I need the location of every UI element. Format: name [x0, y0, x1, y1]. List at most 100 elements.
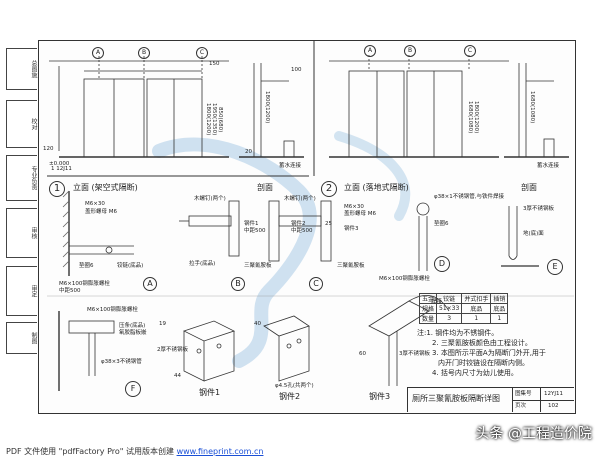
- table-cell: 1: [461, 313, 492, 324]
- drawing-sheet: 1 立面 (架空式隔断) 剖面 2 立面 (落地式隔断) 剖面 A B C A …: [38, 40, 576, 414]
- note-4: 内开门时铰链设在隔断内侧。: [438, 359, 529, 367]
- pipe-label-1: 蓄水连接: [279, 163, 302, 169]
- label-f-strip: 压条(底品): [119, 323, 146, 329]
- label-wood-screw: 木螺钉(两个): [194, 196, 226, 202]
- pipe-label-2: 蓄水连接: [537, 163, 560, 169]
- note-1: 注:1. 钢件均为不锈钢件。: [417, 329, 499, 337]
- dim-19: 19: [159, 321, 166, 327]
- detail-c-circle: C: [309, 277, 323, 291]
- dim-20: 20: [245, 149, 252, 155]
- label-part1: 钢件1: [244, 221, 259, 227]
- label-m6x30-2: M6×30: [344, 204, 364, 210]
- label-thk-2: 2厚不锈钢板: [157, 347, 188, 353]
- ref-mark: 1 12J11: [51, 166, 72, 172]
- dim-section-2: 1680(1080): [529, 91, 535, 124]
- elevation-1-number: 1: [49, 181, 65, 197]
- table-row: 规格 51×33 底品 底品: [418, 303, 509, 314]
- elevation-2-title: 立面 (落地式隔断): [344, 183, 409, 192]
- axis-b-2: B: [404, 45, 416, 57]
- strip-cell-1: 总图施: [6, 48, 37, 90]
- axis-b: B: [138, 47, 150, 59]
- level-mark: ±0.000: [49, 161, 70, 167]
- dim-1950: 1950(1350): [211, 103, 217, 136]
- strip-cell-3: 专业负责: [6, 155, 37, 201]
- atlas-value: 12YJ11: [544, 391, 563, 397]
- label-part3: 钢件3: [344, 226, 359, 232]
- elevation-1-title: 立面 (架空式隔断): [73, 183, 138, 192]
- label-hinge: 铰链(底品): [117, 263, 144, 269]
- detail-d-circle: D: [434, 256, 450, 272]
- label-d-pipe: φ38×1不锈钢管,与铁件焊接: [434, 194, 504, 200]
- table-cell: 底品: [490, 303, 509, 314]
- elevation-1-section: 剖面: [257, 183, 273, 192]
- part3-caption: 钢件3: [369, 392, 391, 401]
- part2-caption: 钢件2: [279, 392, 301, 401]
- table-cell: 51×33: [436, 303, 463, 314]
- dim-1680: 1680(1080): [467, 101, 473, 134]
- dim-25: 25: [325, 221, 332, 227]
- label-wood-screw-2: 木螺钉(两个): [284, 196, 316, 202]
- title-block: 厕所三聚氰胺板隔断详图 图集号 12YJ11 页次 102: [407, 387, 574, 412]
- strip-cell-4: 审核: [6, 208, 37, 258]
- dim-100: 100: [291, 67, 302, 73]
- label-panel: 三聚氰胺板: [244, 263, 272, 269]
- part1-caption: 钢件1: [199, 388, 221, 397]
- axis-c: C: [196, 47, 208, 59]
- watermark: 头条 @工程造价院: [475, 426, 592, 442]
- label-panel-2: 三聚氰胺板: [337, 263, 365, 269]
- label-expansion-bolt: M6×100钢膨胀螺栓: [59, 281, 110, 287]
- label-gasket: M6×100钢膨胀螺栓: [379, 276, 430, 282]
- page-label: 页次: [515, 403, 527, 409]
- left-approval-strip: 总图施 校对 专业负责 审核 审定 制图: [0, 40, 38, 412]
- dim-1800: 1800(1200): [205, 103, 211, 136]
- note-5: 4. 括号内尺寸为幼儿使用。: [432, 369, 518, 377]
- dim-section: 1800(1200): [264, 91, 270, 124]
- dim-120: 120: [43, 146, 54, 152]
- label-part2: 钢件2: [291, 221, 306, 227]
- strip-cell-2: 校对: [6, 100, 37, 148]
- label-e-plate: 3厚不锈钢板: [523, 206, 554, 212]
- table-cell: 插销: [490, 293, 509, 304]
- axis-a-2: A: [364, 45, 376, 57]
- table-cell: 并式扣手: [461, 293, 492, 304]
- dim-850: 850(680): [217, 107, 223, 133]
- strip-cell-6: 制图: [6, 322, 37, 354]
- detail-b-circle: B: [231, 277, 245, 291]
- detail-e-circle: E: [547, 259, 563, 275]
- label-pitch-500-2: 中距500: [291, 228, 313, 234]
- detail-a-circle: A: [143, 277, 157, 291]
- label-f-bolt: M6×100钢膨胀螺栓: [87, 307, 138, 313]
- footer-link[interactable]: www.fineprint.com.cn: [176, 447, 264, 456]
- label-thk3-visible: 3厚不锈钢板: [399, 351, 430, 357]
- pdf-footer: PDF 文件使用 "pdfFactory Pro" 试用版本创建 www.fin…: [6, 446, 263, 457]
- label-d-washer: 垫圈6: [434, 221, 449, 227]
- table-cell: 1: [490, 313, 509, 324]
- note-2: 2. 三聚氰胺板颜色由工程设计。: [432, 339, 532, 347]
- table-cell: 底品: [461, 303, 492, 314]
- label-cap-nut-2: 盖形螺母 M6: [344, 211, 376, 217]
- table-row: 数量 3 1 1: [418, 313, 509, 324]
- axis-a: A: [92, 47, 104, 59]
- label-weld-visible: 焊接: [431, 299, 443, 305]
- strip-cell-5: 审定: [6, 266, 37, 316]
- label-m6x30: M6×30: [85, 201, 105, 207]
- label-f-pipe: φ38×3不锈钢管: [101, 359, 142, 365]
- dim-60: 60: [359, 351, 366, 357]
- label-hole: φ4.5孔(共两个): [275, 383, 314, 389]
- hardware-spec-table: 五金 铰链 并式扣手 插销 规格 51×33 底品 底品 数量 3 1 1: [418, 293, 509, 324]
- page-value: 102: [548, 403, 559, 409]
- atlas-label: 图集号: [515, 391, 532, 397]
- axis-c-2: C: [464, 45, 476, 57]
- table-cell: 3: [436, 313, 463, 324]
- label-washer: 垫圈6: [79, 263, 94, 269]
- drawing-title: 厕所三聚氰胺板隔断详图: [412, 394, 500, 403]
- elevation-2-number: 2: [321, 181, 337, 197]
- dim-1800-2: 1800(1200): [473, 101, 479, 134]
- drawing-lines: [47, 41, 574, 391]
- elevation-2-section: 剖面: [521, 183, 537, 192]
- detail-f-circle: F: [125, 381, 141, 397]
- dim-150: 150: [209, 61, 220, 67]
- label-e-floor: 地(底)面: [523, 231, 544, 237]
- dim-40: 40: [254, 321, 261, 327]
- label-cap-nut: 盖形螺母 M6: [85, 209, 117, 215]
